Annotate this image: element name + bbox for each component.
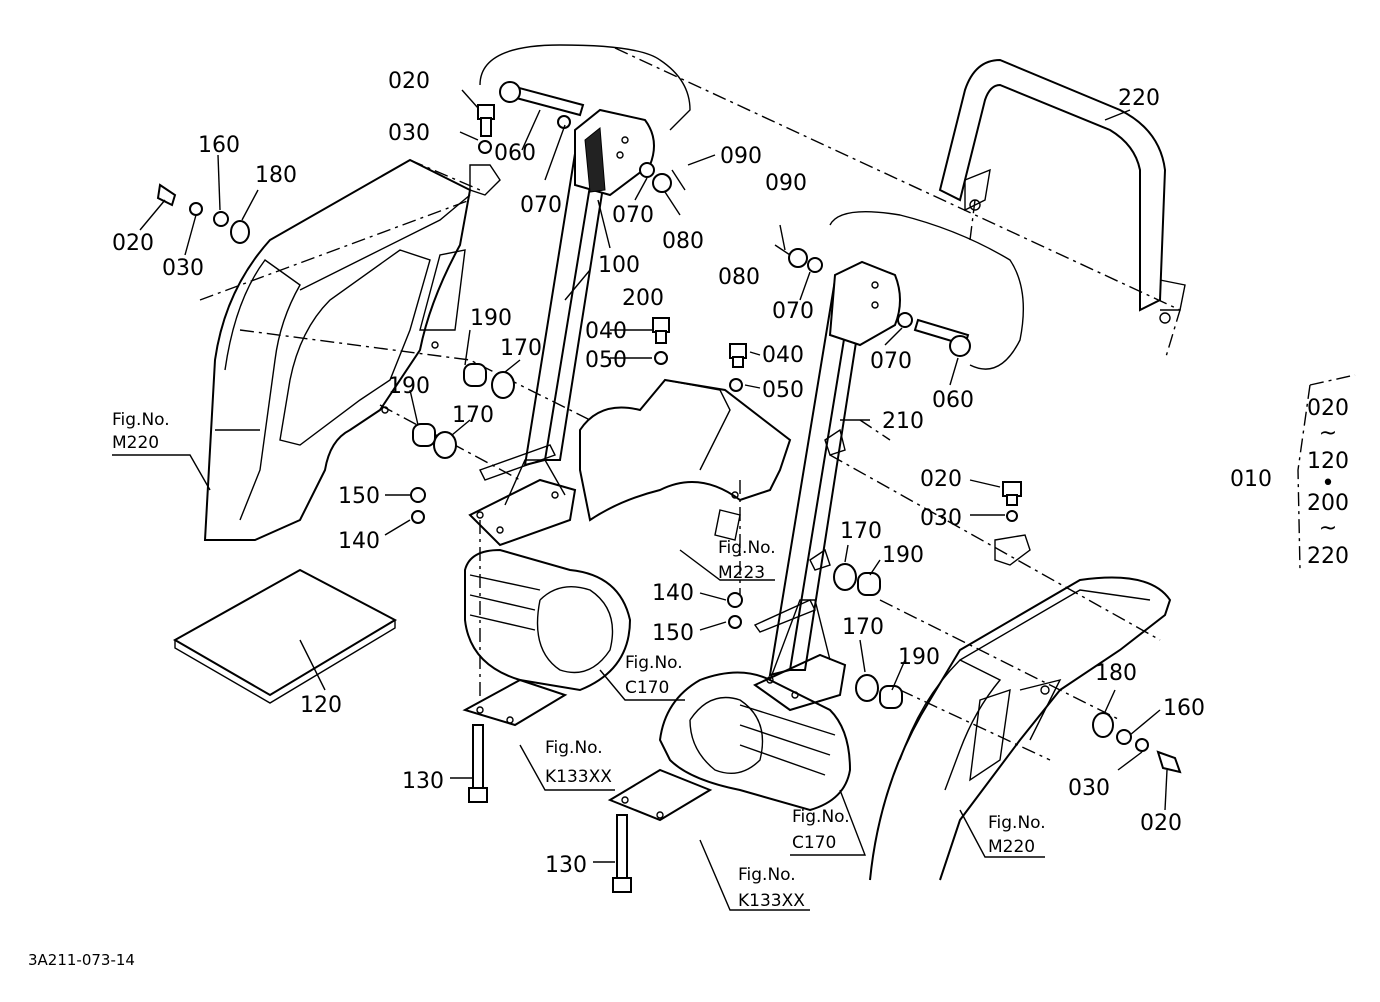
callout-170: 170: [452, 403, 494, 428]
roll-bar-220-drawing: [938, 58, 1186, 324]
callout-010: 010: [1230, 467, 1272, 492]
leader-lines: [112, 89, 1168, 911]
callout-170: 170: [500, 336, 542, 361]
callout-150: 150: [652, 621, 694, 646]
range-line: 220: [1307, 544, 1349, 569]
right-fuel-tank-drawing: [607, 671, 852, 822]
callout-070: 070: [772, 299, 814, 324]
callout-050: 050: [762, 378, 804, 403]
callout-160: 160: [1163, 696, 1205, 721]
callout-080: 080: [662, 229, 704, 254]
callout-090: 090: [765, 171, 807, 196]
callout-180: 180: [255, 163, 297, 188]
range-box: 020 ~ 120 • 200 ~ 220: [1307, 396, 1349, 569]
fig-ref-label[interactable]: Fig.No.: [988, 813, 1046, 833]
range-line: 020: [1307, 396, 1349, 421]
range-line: ~: [1319, 421, 1337, 446]
range-line: ~: [1319, 516, 1337, 541]
fig-ref-label[interactable]: Fig.No.: [718, 538, 776, 558]
fig-ref-code[interactable]: K133XX: [545, 767, 612, 787]
callout-070: 070: [612, 203, 654, 228]
callout-190: 190: [470, 306, 512, 331]
callout-020: 020: [1140, 811, 1182, 836]
callout-060: 060: [932, 388, 974, 413]
range-bracket: [1297, 374, 1356, 571]
callout-190: 190: [898, 645, 940, 670]
callout-200: 200: [622, 286, 664, 311]
callout-120: 120: [300, 693, 342, 718]
callout-170: 170: [842, 615, 884, 640]
fig-ref-label[interactable]: Fig.No.: [792, 807, 850, 827]
fig-ref-label[interactable]: Fig.No.: [112, 410, 170, 430]
callout-210: 210: [882, 409, 924, 434]
fig-ref-code[interactable]: M220: [988, 837, 1035, 857]
callout-180: 180: [1095, 661, 1137, 686]
callout-030: 030: [1068, 776, 1110, 801]
callout-070: 070: [520, 193, 562, 218]
callout-220: 220: [1118, 86, 1160, 111]
callout-050: 050: [585, 348, 627, 373]
range-line: •: [1322, 471, 1335, 496]
callout-100: 100: [598, 253, 640, 278]
fig-ref-label[interactable]: Fig.No.: [738, 865, 796, 885]
callout-160: 160: [198, 133, 240, 158]
hardware-parts: [156, 81, 1182, 893]
left-post-200-drawing: [468, 108, 655, 547]
callout-labels: 020 030 060 070 070 080 090 100 200 160 …: [112, 69, 1272, 878]
callout-040: 040: [762, 343, 804, 368]
callout-190: 190: [388, 374, 430, 399]
assembly-lines: [199, 47, 1181, 761]
fig-ref-code[interactable]: K133XX: [738, 891, 805, 911]
callout-130: 130: [402, 769, 444, 794]
fig-ref-code[interactable]: M223: [718, 563, 765, 583]
callout-040: 040: [585, 319, 627, 344]
callout-030: 030: [162, 256, 204, 281]
callout-130: 130: [545, 853, 587, 878]
callout-150: 150: [338, 484, 380, 509]
fig-ref-label[interactable]: Fig.No.: [545, 738, 603, 758]
lock-cables: [479, 44, 1024, 370]
callout-030: 030: [920, 506, 962, 531]
callout-090: 090: [720, 144, 762, 169]
callout-020: 020: [112, 231, 154, 256]
manual-120-drawing: [172, 568, 398, 704]
callout-140: 140: [652, 581, 694, 606]
center-bracket-drawing: [579, 378, 792, 541]
callout-080: 080: [718, 265, 760, 290]
callout-020: 020: [388, 69, 430, 94]
callout-070: 070: [870, 349, 912, 374]
fig-ref-code[interactable]: C170: [625, 678, 669, 698]
range-line: 120: [1307, 449, 1349, 474]
right-post-210-drawing: [753, 260, 901, 712]
left-fuel-tank-drawing: [462, 548, 632, 727]
callout-060: 060: [494, 141, 536, 166]
callout-030: 030: [388, 121, 430, 146]
callout-170: 170: [840, 519, 882, 544]
callout-140: 140: [338, 529, 380, 554]
diagram-code: 3A211-073-14: [28, 951, 135, 969]
callout-020: 020: [920, 467, 962, 492]
left-fender-drawing: [203, 158, 472, 541]
right-fender-drawing: [869, 576, 1172, 881]
range-line: 200: [1307, 491, 1349, 516]
fig-ref-code[interactable]: M220: [112, 433, 159, 453]
callout-190: 190: [882, 543, 924, 568]
figure-references[interactable]: Fig.No. M220 Fig.No. M223 Fig.No. C170 F…: [112, 410, 1046, 911]
fig-ref-code[interactable]: C170: [792, 833, 836, 853]
fig-ref-label[interactable]: Fig.No.: [625, 653, 683, 673]
